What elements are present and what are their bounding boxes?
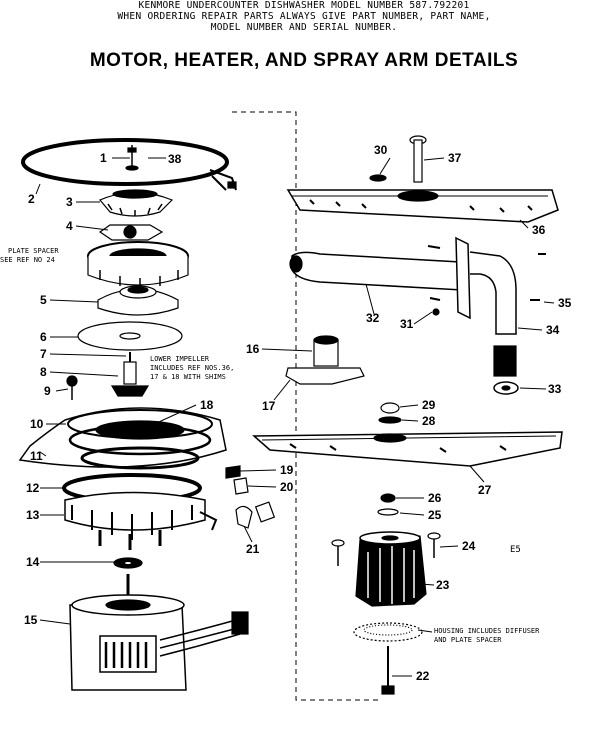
label-10: 10: [30, 417, 44, 431]
label-31: 31: [400, 317, 414, 331]
housing-note-2: AND PLATE SPACER: [434, 636, 502, 644]
label-11: 11: [30, 449, 43, 463]
diagram-title: MOTOR, HEATER, AND SPRAY ARM DETAILS: [89, 50, 519, 71]
motor-mount-part: [64, 491, 218, 550]
seal-part: [98, 224, 164, 241]
label-34: 34: [546, 323, 560, 337]
label-23: 23: [436, 578, 450, 592]
label-2: 2: [28, 192, 35, 206]
gasket-plate-part: [77, 321, 183, 351]
label-32: 32: [366, 311, 380, 325]
bottom-bolt-part: [381, 646, 395, 695]
screw-part: [125, 145, 139, 171]
label-3: 3: [66, 195, 73, 209]
label-18: 18: [200, 398, 214, 412]
label-12: 12: [26, 481, 40, 495]
label-7: 7: [40, 347, 47, 361]
impeller-note-1: LOWER IMPELLER: [150, 355, 210, 363]
assembly-dash-line: [232, 111, 380, 701]
plate-spacer-part: [87, 241, 189, 288]
label-9: 9: [44, 384, 51, 398]
label-37: 37: [448, 151, 462, 165]
label-35: 35: [558, 296, 572, 310]
part-number-labels: 1 38 2 3 4 5 6 7 8 9 10 11 12 13 14 15 1…: [24, 143, 572, 683]
label-22: 22: [416, 669, 430, 683]
spray-cap-part: [99, 189, 174, 217]
leader-lines: [35, 157, 555, 677]
filter-screen-part: [353, 622, 423, 642]
label-5: 5: [40, 293, 47, 307]
header-line-3: MODEL NUMBER AND SERIAL NUMBER.: [210, 22, 398, 33]
upper-feed-tube-part: [289, 236, 546, 335]
pump-motor-part: [69, 574, 249, 691]
impeller-note-3: 17 & 18 WITH SHIMS: [150, 373, 226, 381]
hub-nut-part: [378, 402, 402, 424]
upper-nut-part: [369, 174, 387, 182]
pump-housing-part: [97, 285, 179, 316]
label-15: 15: [24, 613, 38, 627]
upper-bolt-part: [409, 135, 427, 183]
label-1: 1: [100, 151, 107, 165]
fitting-parts: [225, 465, 276, 529]
label-6: 6: [40, 330, 47, 344]
motor-washer-part: [113, 557, 143, 569]
heater-element-part: [21, 138, 237, 191]
coupling-part: [493, 345, 519, 395]
mounting-screw-part: [66, 375, 78, 400]
label-21: 21: [246, 542, 260, 556]
diagram-code: E5: [510, 545, 521, 555]
plate-spacer-note-1: PLATE SPACER: [8, 247, 59, 255]
arm-nut-part: [377, 493, 399, 516]
label-33: 33: [548, 382, 562, 396]
housing-screw-part: [331, 532, 441, 566]
label-19: 19: [280, 463, 294, 477]
impeller-note-2: INCLUDES REF NOS.36,: [150, 364, 234, 372]
label-26: 26: [428, 491, 442, 505]
label-24: 24: [462, 539, 476, 553]
label-36: 36: [532, 223, 546, 237]
upper-spray-arm-part: [286, 189, 559, 223]
label-30: 30: [374, 143, 388, 157]
label-17: 17: [262, 399, 276, 413]
plate-spacer-note-2: SEE REF NO 24: [0, 256, 55, 264]
label-28: 28: [422, 414, 436, 428]
header-line-2: WHEN ORDERING REPAIR PARTS ALWAYS GIVE P…: [117, 11, 491, 22]
label-25: 25: [428, 508, 442, 522]
label-29: 29: [422, 398, 436, 412]
label-4: 4: [66, 219, 73, 233]
lower-spray-arm-part: [252, 431, 563, 467]
filter-cup-part: [285, 335, 365, 385]
lower-impeller-part: [110, 352, 150, 397]
header-line-1: KENMORE UNDERCOUNTER DISHWASHER MODEL NU…: [138, 0, 470, 11]
label-16: 16: [246, 342, 260, 356]
label-27: 27: [478, 483, 492, 497]
pump-base-part: [18, 407, 227, 470]
diagram-notes: PLATE SPACER SEE REF NO 24 LOWER IMPELLE…: [0, 247, 540, 644]
label-38: 38: [168, 152, 182, 166]
diffuser-housing-part: [355, 531, 427, 607]
label-8: 8: [40, 365, 47, 379]
label-20: 20: [280, 480, 294, 494]
label-13: 13: [26, 508, 40, 522]
housing-note-1: HOUSING INCLUDES DIFFUSER: [434, 627, 540, 635]
label-14: 14: [26, 555, 40, 569]
